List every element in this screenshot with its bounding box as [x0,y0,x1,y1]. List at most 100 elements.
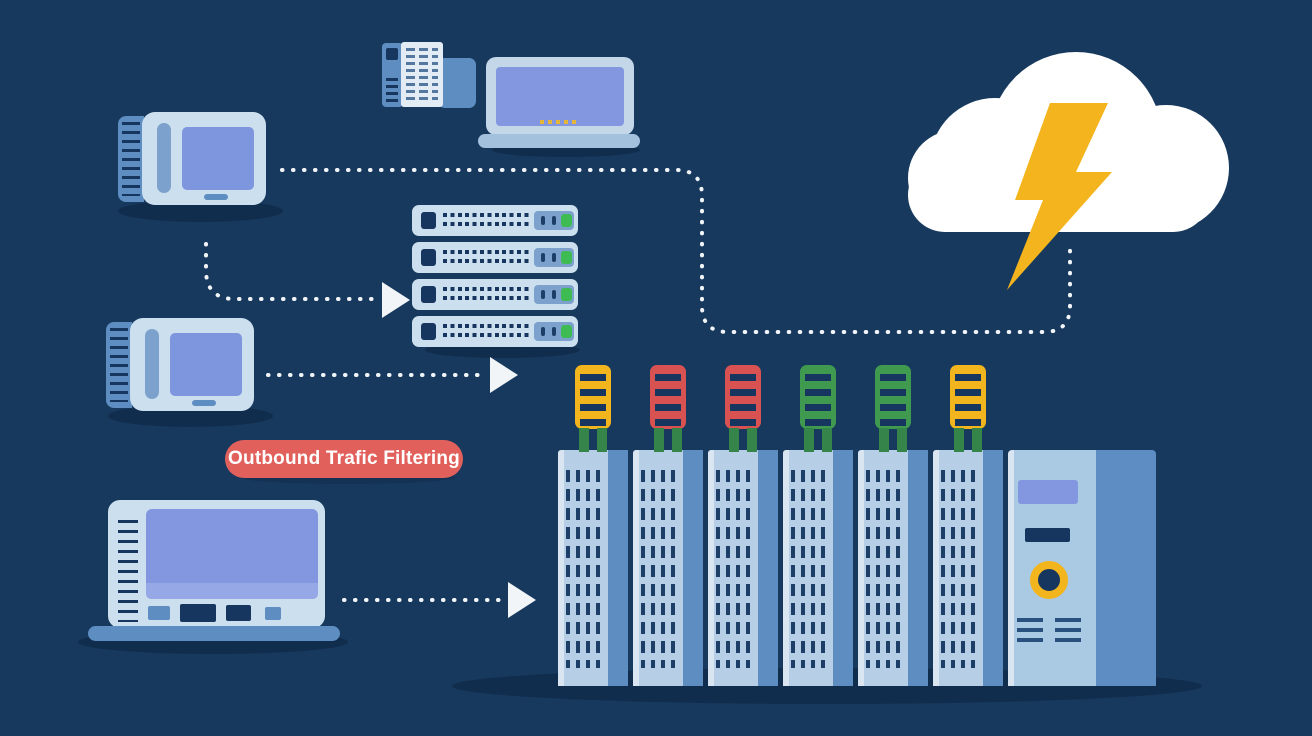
connector-slots [955,374,981,426]
server-rack [558,365,1158,686]
rack-control-unit [1008,450,1096,686]
port-slot [541,327,545,336]
server-stack [412,205,578,350]
rack-connector-green [800,365,836,429]
port-slot [552,327,556,336]
arrowhead-rack-bottom [508,582,536,618]
rack-column-side [608,450,628,686]
connector-leg [672,428,682,452]
rack-column [558,450,608,686]
rack-column-side [983,450,1003,686]
lightning-bolt-icon [1007,103,1112,290]
connector-slots [730,374,756,426]
vent-lines-icon [110,328,128,402]
connector-leg [954,428,964,452]
monitor-middle [106,318,254,411]
vent-lines-icon [122,122,140,196]
rack-column-dashes [716,470,752,668]
rack-column-dashes [941,470,977,668]
server-bay [421,286,436,303]
drive-slot [1025,528,1070,542]
connector-leg [579,428,589,452]
port-slot [552,290,556,299]
monitor-button [204,194,228,200]
monitor-button [192,400,216,406]
server-io-panel [534,248,574,267]
laptop-screen-strip [146,583,318,599]
port-slot [541,290,545,299]
rack-column-side [758,450,778,686]
connector-leg [804,428,814,452]
arrowhead-server-stack [382,282,410,318]
server-bay [421,212,436,229]
server-dot-grid [443,250,531,266]
connector-leg [729,428,739,452]
rack-column-side [833,450,853,686]
server-dot-grid [443,213,531,229]
rack-column [633,450,683,686]
rack-column-dashes [566,470,602,668]
server-io-panel [534,211,574,230]
monitor-side-panel [118,116,144,202]
rack-connector-yellow [575,365,611,429]
server-unit [412,242,578,273]
connector-leg [597,428,607,452]
monitor-screen [182,127,254,190]
connector-leg [879,428,889,452]
port-slot [541,216,545,225]
vent-lines-icon [1017,618,1043,644]
control-screen [1018,480,1078,504]
outbound-filtering-label: Outbound Trafic Filtering [225,440,463,478]
monitor-bar [157,123,171,193]
rack-column [858,450,908,686]
laptop-key [226,605,251,621]
wire-monitor-top-to-server-stack [204,242,380,301]
connector-leg [654,428,664,452]
laptop-key [265,607,281,620]
connector-slots [805,374,831,426]
rack-connector-yellow [950,365,986,429]
document-sheet [401,42,443,107]
laptop-base [88,626,340,641]
port-slot [552,253,556,262]
rack-connector-red [650,365,686,429]
fax-body [382,43,403,107]
laptop-bottom [88,500,348,655]
status-led [561,325,572,338]
monitor-top-shadow [118,200,283,222]
fax-display [386,48,398,60]
laptop-screen [496,67,624,126]
server-bay [421,249,436,266]
power-button-icon [1030,561,1068,599]
rack-column [708,450,758,686]
arrowhead-rack-middle [490,357,518,393]
dock-dots-icon [540,120,578,124]
server-dot-grid [443,324,531,340]
rack-control-unit-side [1096,450,1156,686]
laptop-top [478,57,640,163]
rack-connector-green [875,365,911,429]
port-slot [552,216,556,225]
connector-leg [972,428,982,452]
connector-leg [822,428,832,452]
rack-column [783,450,833,686]
monitor-top [118,112,266,205]
connector-leg [747,428,757,452]
document-text-lines [406,48,438,102]
rack-column [933,450,983,686]
monitor-screen [170,333,242,396]
laptop-key [180,604,216,622]
monitor-side-panel [106,322,132,408]
rack-column-dashes [791,470,827,668]
server-dot-grid [443,287,531,303]
server-io-panel [534,322,574,341]
rack-column-side [908,450,928,686]
fax-back-panel [438,58,476,108]
server-io-panel [534,285,574,304]
connector-slots [880,374,906,426]
rack-column-dashes [641,470,677,668]
server-bay [421,323,436,340]
rack-connector-red [725,365,761,429]
server-unit [412,279,578,310]
